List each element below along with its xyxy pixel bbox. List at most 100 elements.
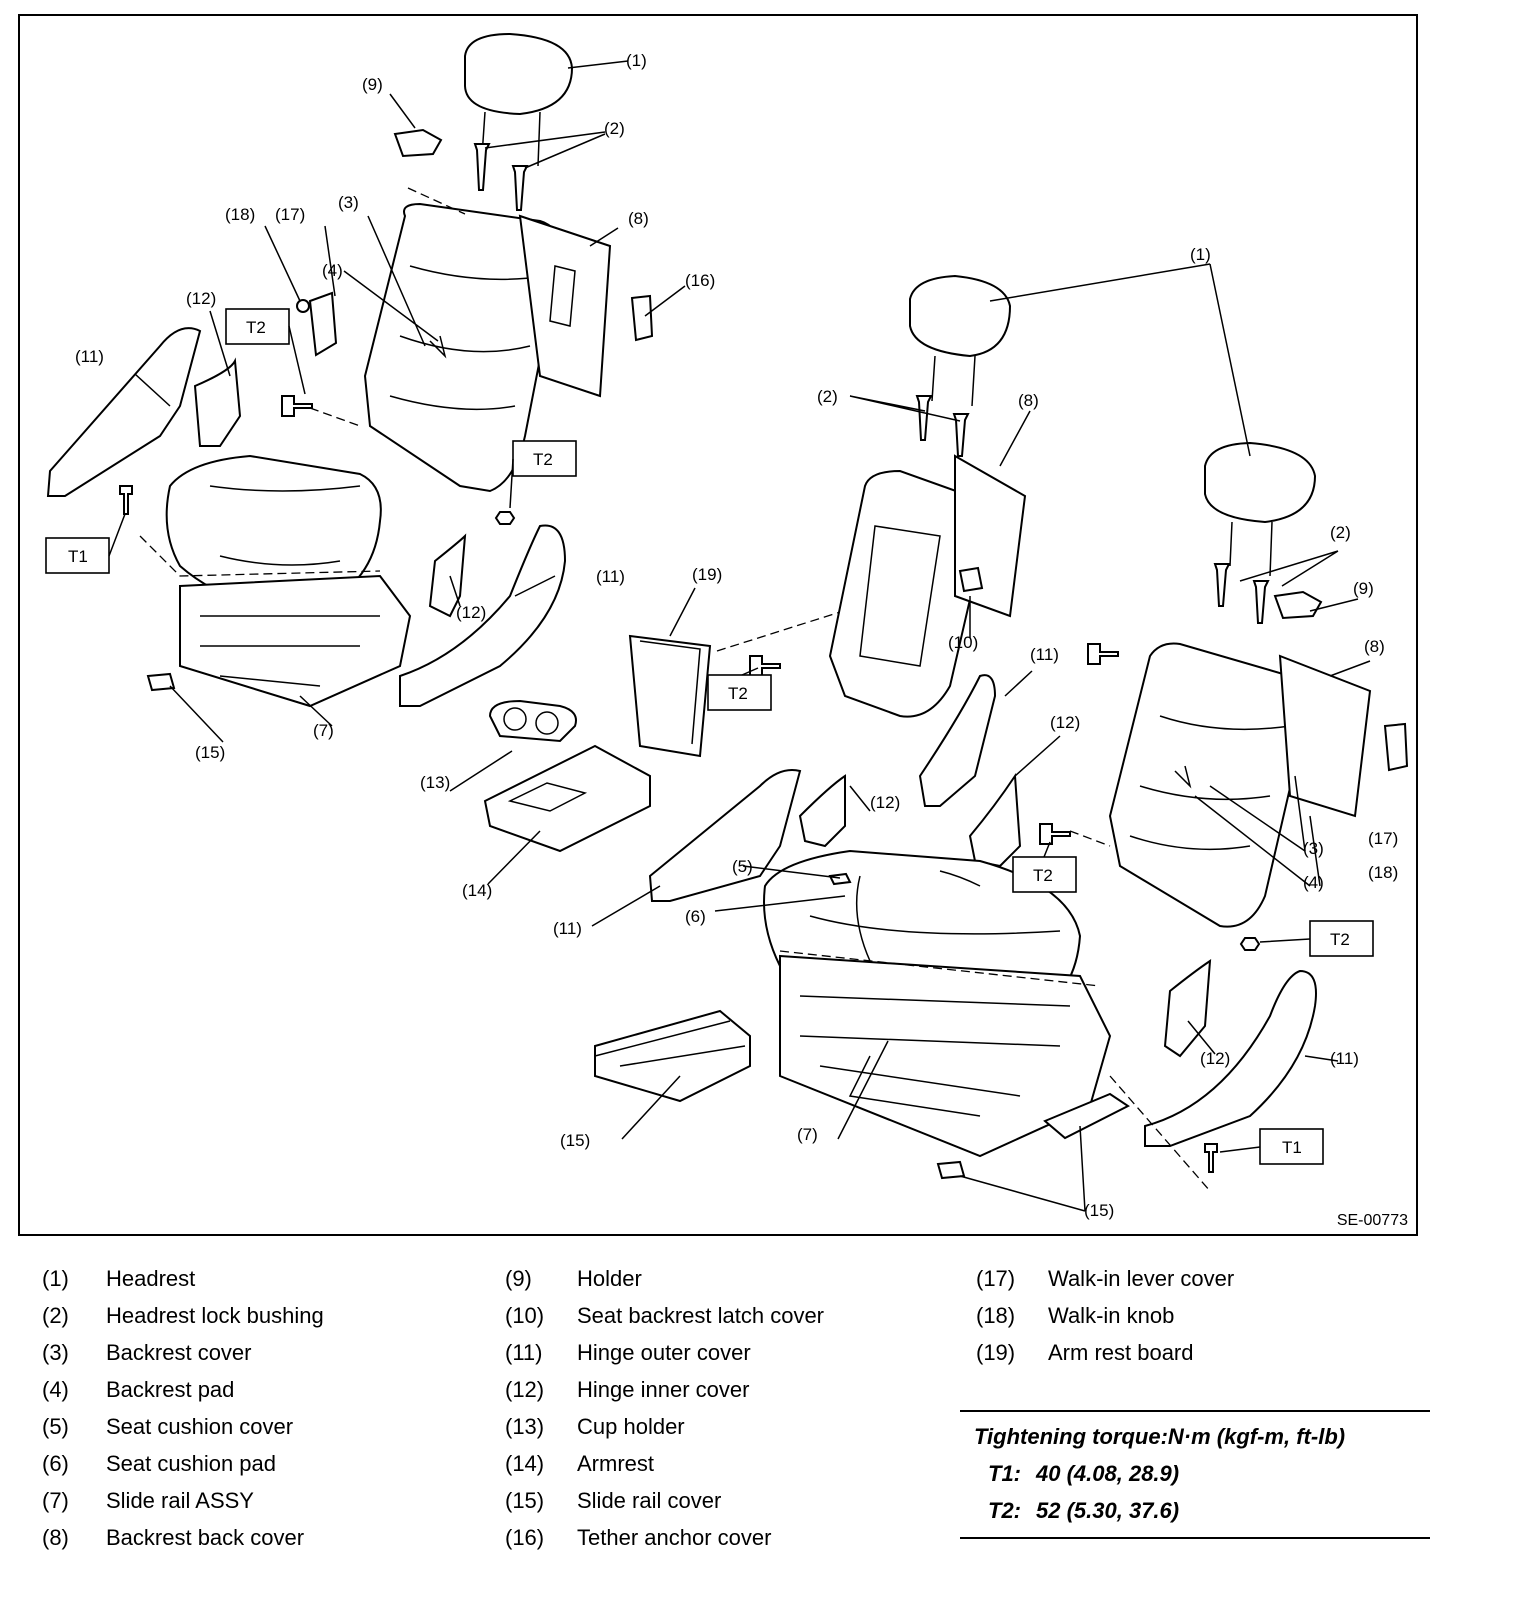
callout-11: (11) (553, 919, 582, 938)
svg-text:T2: T2 (1330, 930, 1350, 949)
slide-rail-cover-part (936, 1160, 966, 1180)
callout-6: (6) (685, 907, 706, 926)
callout-15: (15) (560, 1131, 590, 1150)
backrest-back-cover-part (518, 214, 612, 398)
walk-in-knob-part (296, 299, 310, 313)
arm-rest-board-part (628, 634, 712, 758)
callout-7: (7) (797, 1125, 818, 1144)
callout-12: (12) (1050, 713, 1080, 732)
legend-item: (19)Arm rest board (976, 1340, 1194, 1365)
slide-rail-part (179, 574, 412, 708)
bushing-part (915, 395, 933, 441)
callout-3: (3) (1303, 839, 1324, 858)
legend-item: (5)Seat cushion cover (42, 1414, 294, 1439)
bolt-part (281, 395, 313, 417)
legend-item: (10)Seat backrest latch cover (505, 1303, 825, 1328)
legend-item: (18)Walk-in knob (976, 1303, 1175, 1328)
slide-rail-cover-part (146, 672, 176, 692)
left-seat-assembly (46, 32, 654, 708)
seat-cushion-pad-part (828, 872, 852, 886)
callout-12: (12) (870, 793, 900, 812)
legend-item: (15)Slide rail cover (505, 1488, 722, 1513)
callout-4: (4) (322, 261, 343, 280)
torque-table: Tightening torque:N·m (kgf-m, ft-lb) T1:… (960, 1410, 1430, 1539)
bolt-part (1204, 1143, 1218, 1173)
callout-12: (12) (1200, 1049, 1230, 1068)
callout-9: (9) (362, 75, 383, 94)
torque-tag-t1: T1 (1259, 1128, 1324, 1165)
walk-in-lever-cover-part (308, 291, 338, 357)
callout-19: (19) (692, 565, 722, 584)
latch-cover-part (958, 566, 984, 593)
holder-part (1273, 590, 1323, 620)
callout-7: (7) (313, 721, 334, 740)
svg-text:T2: T2 (533, 450, 553, 469)
legend-column-1: (1)Headrest (2)Headrest lock bushing (3)… (42, 1266, 324, 1562)
callout-3: (3) (338, 193, 359, 212)
callout-12: (12) (456, 603, 486, 622)
bushing-part (1252, 580, 1270, 624)
callout-14: (14) (462, 881, 492, 900)
hinge-outer-cover-part (399, 524, 567, 707)
callout-18: (18) (225, 205, 255, 224)
torque-tag-t2: T2 (512, 440, 577, 477)
bushing-part (473, 143, 491, 191)
bolt-part (749, 655, 781, 677)
callout-18: (18) (1368, 863, 1398, 882)
callout-15: (15) (1084, 1201, 1114, 1220)
headrest-part (909, 274, 1012, 358)
callout-1: (1) (1190, 245, 1211, 264)
legend-item: (17)Walk-in lever cover (976, 1266, 1235, 1291)
bolt-part (1039, 823, 1071, 845)
slide-rail-cover-part (594, 1009, 751, 1103)
hinge-outer-cover-part (1144, 969, 1317, 1147)
diagram-code: SE-00773 (1336, 1212, 1408, 1229)
hinge-inner-cover-part (1163, 959, 1212, 1058)
svg-text:T2: T2 (246, 318, 266, 337)
callout-2: (2) (1330, 523, 1351, 542)
legend-item: (13)Cup holder (505, 1414, 685, 1439)
legend-item: (2)Headrest lock bushing (42, 1303, 324, 1328)
torque-row-t2: T2:52 (5.30, 37.6) (988, 1498, 1180, 1523)
callout-8: (8) (628, 209, 649, 228)
legend-column-3: (17)Walk-in lever cover (18)Walk-in knob… (976, 1266, 1234, 1377)
hinge-inner-cover-part (798, 774, 846, 848)
right-seat-assembly (594, 274, 1409, 1192)
armrest-part (483, 744, 651, 853)
callout-17: (17) (1368, 829, 1398, 848)
legend-item: (9)Holder (505, 1266, 642, 1291)
bolt-part (119, 485, 133, 515)
bushing-part (1213, 563, 1231, 607)
callout-labels: (1) (2) (9) (3) (18) (17) (8) (4) (16) (… (75, 51, 1398, 1220)
torque-tags: T2 T2 T1 T2 T2 T2 T1 (45, 308, 1374, 1165)
legend-item: (3)Backrest cover (42, 1340, 252, 1365)
callout-5: (5) (732, 857, 753, 876)
callout-11: (11) (75, 347, 104, 366)
torque-tag-t1: T1 (45, 537, 110, 574)
torque-title: Tightening torque:N·m (kgf-m, ft-lb) (974, 1424, 1346, 1449)
torque-tag-t2: T2 (1309, 920, 1374, 957)
legend-column-2: (9)Holder (10)Seat backrest latch cover … (505, 1266, 824, 1562)
callout-8: (8) (1018, 391, 1039, 410)
legend-item: (4)Backrest pad (42, 1377, 235, 1402)
callout-4: (4) (1303, 873, 1324, 892)
callout-12: (12) (186, 289, 216, 308)
hinge-inner-cover-part (193, 357, 242, 447)
legend-item: (1)Headrest (42, 1266, 196, 1291)
tether-anchor-cover-part (1383, 722, 1409, 772)
headrest-part (464, 32, 574, 116)
svg-text:T2: T2 (1033, 866, 1053, 885)
backrest-back-cover-part (1278, 654, 1372, 818)
legend-item: (16)Tether anchor cover (505, 1525, 772, 1550)
torque-row-t1: T1:40 (4.08, 28.9) (988, 1461, 1180, 1486)
hinge-inner-cover-part (968, 773, 1022, 868)
armrest-assembly (483, 600, 876, 853)
callout-15: (15) (195, 743, 225, 762)
svg-text:T1: T1 (1282, 1138, 1302, 1157)
bolt-part (1087, 643, 1119, 665)
torque-tag-t2: T2 (1012, 856, 1077, 893)
svg-text:T2: T2 (728, 684, 748, 703)
callout-11: (11) (1030, 645, 1059, 664)
bushing-part (511, 165, 529, 211)
leader-lines (134, 60, 1371, 1212)
